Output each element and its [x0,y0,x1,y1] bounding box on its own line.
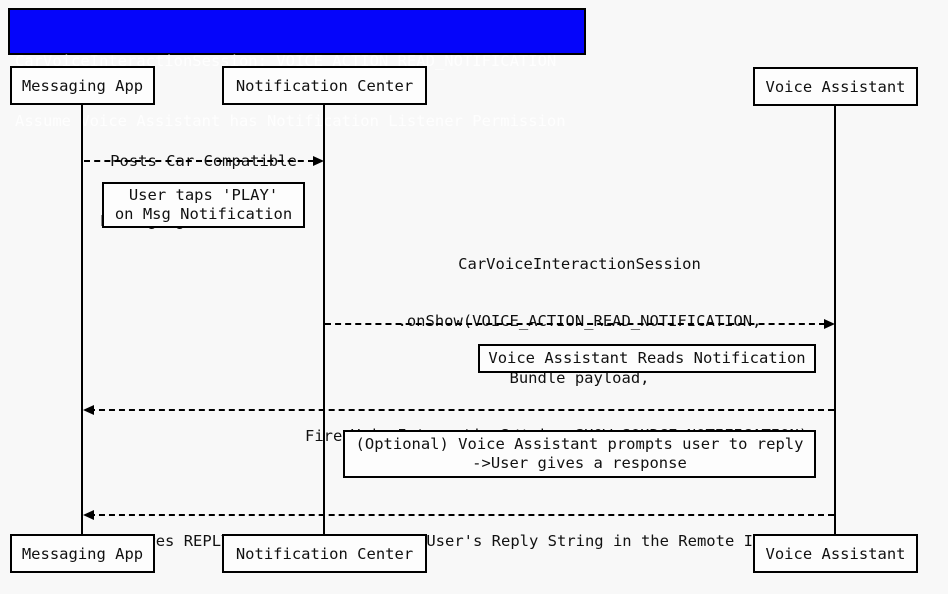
message-2-arrow [325,323,825,325]
participant-label: Notification Center [235,544,414,563]
message-1-arrow [84,160,314,162]
title-line-2: Assume Voice Assistant has Notification … [15,112,566,130]
arrowhead-right [313,156,324,166]
message-line: CarVoiceInteractionSession [458,255,701,273]
lifeline-notification-center [323,105,325,534]
message-line: .onShow(VOICE_ACTION_READ_NOTIFICATION, [397,312,762,330]
participant-notification-center-bottom: Notification Center [222,534,427,573]
message-line: Bundle payload, [509,369,650,387]
participant-notification-center-top: Notification Center [222,66,427,105]
arrowhead-right [824,319,835,329]
note-line: User taps 'PLAY' [128,186,279,204]
participant-label: Notification Center [235,76,414,95]
note-optional-prompt: (Optional) Voice Assistant prompts user … [343,430,816,478]
message-4-label: Fires REPLY Pending Intent with User's R… [83,494,835,589]
arrowhead-left [83,405,94,415]
participant-label: Voice Assistant [765,544,906,563]
lifeline-voice-assistant [834,105,836,534]
message-3-arrow [89,409,834,411]
participant-messaging-app-bottom: Messaging App [10,534,155,573]
note-user-taps-play: User taps 'PLAY' on Msg Notification [102,182,305,228]
participant-label: Messaging App [21,544,144,563]
participant-messaging-app-top: Messaging App [10,66,155,105]
note-line: (Optional) Voice Assistant prompts user … [355,435,804,453]
note-line: on Msg Notification [114,205,293,223]
message-line: Fires REPLY Pending Intent with User's R… [127,532,791,550]
lifeline-messaging-app [81,105,83,534]
participant-label: Messaging App [21,76,144,95]
note-voice-assistant-reads: Voice Assistant Reads Notification [478,344,816,373]
participant-label: Voice Assistant [765,77,906,96]
note-line: Voice Assistant Reads Notification [488,349,806,367]
diagram-title: CarVoiceInteractionSession: VOICE_ACTION… [8,8,586,130]
message-4-arrow [89,514,834,516]
note-line: ->User gives a response [472,454,687,472]
participant-voice-assistant-bottom: Voice Assistant [753,534,918,573]
title-line-1: CarVoiceInteractionSession: VOICE_ACTION… [15,52,557,70]
participant-voice-assistant-top: Voice Assistant [753,67,918,106]
arrowhead-left [83,510,94,520]
